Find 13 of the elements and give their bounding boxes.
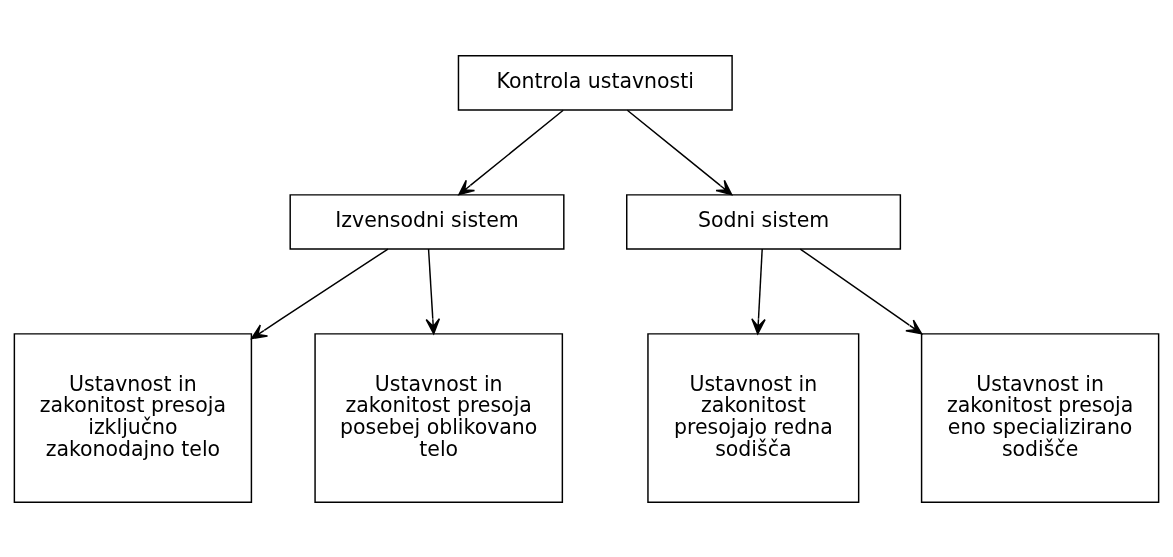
node-box: Ustavnost in zakonitost presojajo redna sodišča: [647, 332, 860, 503]
node-box: Ustavnost in zakonitost presoja eno specializirano sodišče: [920, 332, 1160, 503]
node-box: Ustavnost in zakonitost presoja izključno zakonodajno telo: [13, 332, 253, 503]
arrow: [626, 109, 733, 195]
node-box: Ustavnost in zakonitost presoja posebej oblikovano telo: [314, 332, 564, 503]
arrow: [799, 247, 923, 335]
arrow: [458, 109, 564, 195]
node-box: Sodni sistem: [626, 193, 902, 250]
node-box: Kontrola ustavnosti: [457, 54, 733, 111]
node-box: Izvensodni sistem: [289, 193, 565, 250]
arrow: [425, 247, 441, 335]
arrow: [751, 247, 766, 335]
arrow: [250, 247, 389, 339]
